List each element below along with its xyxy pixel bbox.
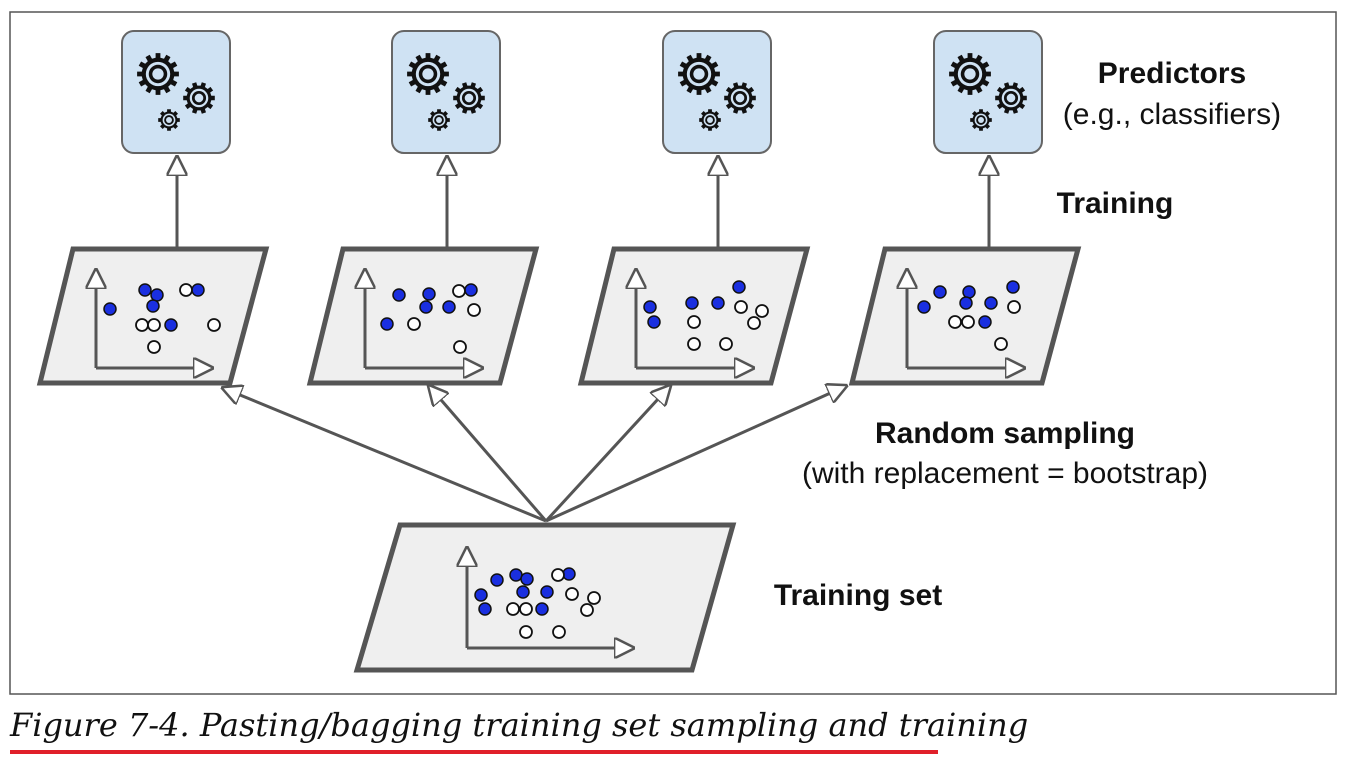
predictors-group [121,30,1043,154]
hollow-point [961,315,975,329]
filled-point [103,302,117,316]
filled-point [392,288,406,302]
filled-point [490,573,504,587]
hollow-point [565,587,579,601]
filled-point [150,288,164,302]
figure-caption: Figure 7-4. Pasting/bagging training set… [10,706,1029,744]
filled-point [535,602,549,616]
hollow-point [207,318,221,332]
filled-point [442,300,456,314]
predictor-box [121,30,231,154]
hollow-point [687,315,701,329]
hollow-point [552,625,566,639]
hollow-point [467,303,481,317]
filled-point [978,315,992,329]
hollow-point [135,318,149,332]
filled-point [422,287,436,301]
hollow-point [747,316,761,330]
sampling-arrow [429,386,548,522]
hollow-point [580,603,594,617]
hollow-point [519,625,533,639]
filled-point [984,296,998,310]
filled-point [732,280,746,294]
predictor-box [391,30,501,154]
filled-point [520,572,534,586]
random-sampling-label: Random sampling [875,417,1135,450]
training-set-label: Training set [774,579,942,612]
hollow-point [179,283,193,297]
hollow-point [147,318,161,332]
sampling-arrow [545,386,846,523]
hollow-point [734,300,748,314]
random-sampling-sublabel: (with replacement = bootstrap) [802,457,1208,490]
predictor-box [933,30,1043,154]
bootstrap-sample-2 [306,246,540,386]
gears-icon [137,53,215,131]
bootstrap-sample-4 [848,246,1082,386]
filled-point [959,296,973,310]
hollow-point [452,284,466,298]
hollow-point [1007,300,1021,314]
filled-point [474,588,488,602]
filled-point [478,602,492,616]
filled-point [917,300,931,314]
filled-point [138,283,152,297]
filled-point [540,585,554,599]
bootstrap-sample-3 [577,246,811,386]
filled-point [191,283,205,297]
predictors-label: Predictors [1098,57,1246,90]
filled-point [711,296,725,310]
filled-point [380,317,394,331]
filled-point [146,299,160,313]
panels-group [36,246,1082,673]
filled-point [647,315,661,329]
hollow-point [587,591,601,605]
hollow-point [147,340,161,354]
gears-icon [678,53,756,131]
filled-point [509,568,523,582]
connectors-group [177,157,989,523]
filled-point [643,300,657,314]
bootstrap-sample-1 [36,246,270,386]
filled-point [164,318,178,332]
bagging-diagram: Predictors (e.g., classifiers) Training … [9,11,1337,695]
hollow-point [719,337,733,351]
hollow-point [994,337,1008,351]
hollow-point [687,337,701,351]
hollow-point [407,317,421,331]
gears-icon [949,53,1027,131]
sampling-arrow [544,386,670,523]
gears-icon [407,53,485,131]
hollow-point [755,304,769,318]
sampling-arrow [223,388,547,523]
hollow-point [551,568,565,582]
training-set-panel [353,522,737,673]
hollow-point [506,602,520,616]
hollow-point [948,315,962,329]
hollow-point [519,602,533,616]
filled-point [933,285,947,299]
filled-point [962,285,976,299]
predictors-sublabel: (e.g., classifiers) [1063,98,1281,131]
filled-point [516,585,530,599]
predictor-box [662,30,772,154]
training-label: Training [1057,187,1174,220]
hollow-point [453,340,467,354]
filled-point [464,283,478,297]
filled-point [685,296,699,310]
filled-point [1006,280,1020,294]
caption-underline [10,750,938,754]
filled-point [419,300,433,314]
